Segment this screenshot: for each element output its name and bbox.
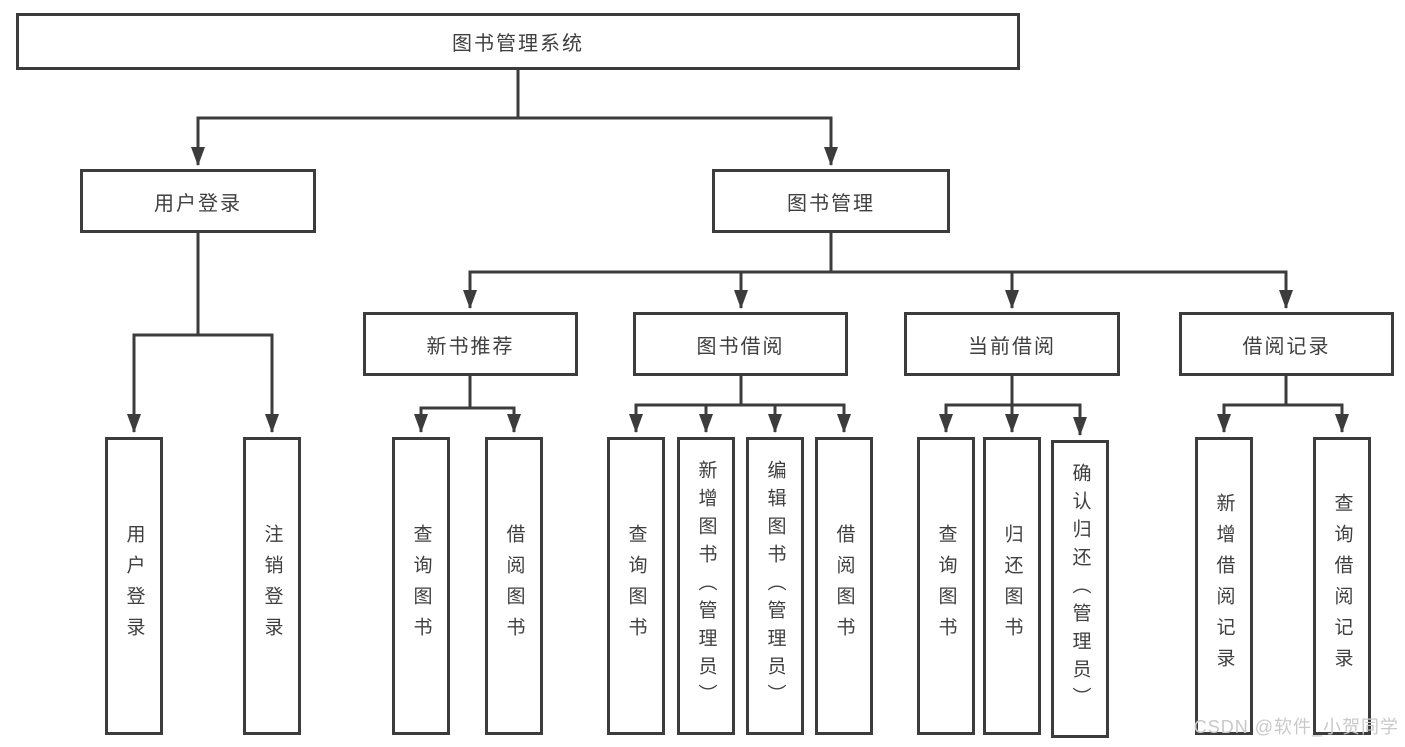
- node-leaf-logout: 注销登录: [243, 437, 301, 735]
- node-leaf-rec-borrow-books-label: 借阅图书: [503, 524, 525, 648]
- node-leaf-cb-query-books: 查询图书: [917, 437, 975, 735]
- node-leaf-br-query-record: 查询借阅记录: [1313, 437, 1371, 735]
- node-leaf-logout-label: 注销登录: [261, 524, 283, 648]
- connector-book-borrowing-branch: [634, 375, 846, 407]
- node-book-borrowing-label: 图书借阅: [696, 335, 785, 358]
- node-book-management: 图书管理: [712, 169, 950, 233]
- connector-book-management-branch: [468, 232, 1288, 274]
- node-current-borrowing: 当前借阅: [904, 312, 1120, 376]
- connector-current-borrowing-branch: [944, 375, 1082, 407]
- node-root: 图书管理系统: [16, 13, 1020, 70]
- node-leaf-br-add-record: 新增借阅记录: [1195, 437, 1253, 735]
- node-leaf-bb-query-books-label: 查询图书: [625, 524, 647, 648]
- connector-new-book-recommend-branch: [419, 375, 516, 410]
- node-leaf-cb-query-books-label: 查询图书: [935, 524, 957, 648]
- node-leaf-cb-return-books-label: 归还图书: [1001, 524, 1023, 648]
- node-new-book-recommend: 新书推荐: [363, 312, 578, 376]
- node-user-login-label: 用户登录: [154, 192, 242, 215]
- connector-root-to-level2: [196, 67, 833, 120]
- watermark: CSDN @软件_小贺同学: [1193, 717, 1399, 737]
- node-leaf-bb-borrow-books-label: 借阅图书: [833, 524, 855, 648]
- node-leaf-cb-return-books: 归还图书: [983, 437, 1041, 735]
- node-root-label: 图书管理系统: [452, 33, 584, 55]
- node-current-borrowing-label: 当前借阅: [968, 335, 1056, 358]
- node-leaf-user-login-label: 用户登录: [123, 524, 145, 648]
- node-borrow-records-label: 借阅记录: [1242, 335, 1331, 358]
- node-leaf-br-add-record-label: 新增借阅记录: [1213, 493, 1235, 679]
- node-leaf-bb-query-books: 查询图书: [607, 437, 665, 735]
- connector-user-login-branch: [132, 232, 274, 337]
- node-leaf-cb-confirm-return: 确认归还（管理员）: [1051, 440, 1109, 738]
- node-leaf-bb-add-books-label: 新增图书（管理员）: [695, 460, 717, 712]
- node-leaf-br-query-record-label: 查询借阅记录: [1331, 493, 1353, 679]
- node-leaf-bb-edit-books-label: 编辑图书（管理员）: [764, 460, 786, 712]
- node-borrow-records: 借阅记录: [1179, 312, 1394, 376]
- node-leaf-user-login: 用户登录: [105, 437, 163, 735]
- node-book-management-label: 图书管理: [787, 192, 875, 215]
- node-user-login: 用户登录: [80, 169, 316, 233]
- node-leaf-rec-query-books: 查询图书: [392, 437, 450, 735]
- node-leaf-bb-borrow-books: 借阅图书: [815, 437, 873, 735]
- connector-borrow-records-branch: [1222, 375, 1344, 407]
- node-leaf-rec-borrow-books: 借阅图书: [485, 437, 543, 735]
- node-leaf-cb-confirm-return-label: 确认归还（管理员）: [1069, 463, 1091, 715]
- node-leaf-rec-query-books-label: 查询图书: [410, 524, 432, 648]
- node-leaf-bb-edit-books: 编辑图书（管理员）: [746, 437, 804, 735]
- node-leaf-bb-add-books: 新增图书（管理员）: [677, 437, 735, 735]
- node-new-book-recommend-label: 新书推荐: [426, 335, 515, 358]
- node-book-borrowing: 图书借阅: [633, 312, 848, 376]
